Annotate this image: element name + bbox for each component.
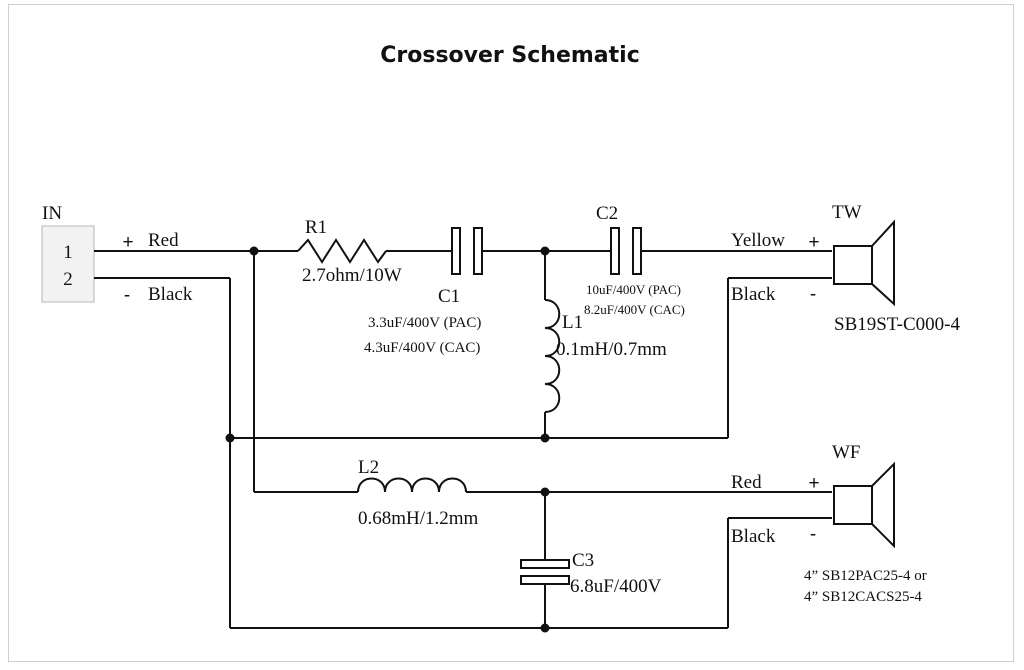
- input-connector: [41, 225, 95, 303]
- inductor-l2: [357, 477, 467, 493]
- tweeter-speaker-icon: [833, 219, 895, 307]
- r1-name: R1: [305, 217, 327, 238]
- l2-name: L2: [358, 457, 379, 478]
- capacitor-c3-plate: [520, 559, 570, 569]
- input-negative-sign: -: [124, 285, 130, 306]
- junction-dot: [540, 433, 550, 443]
- capacitor-c2-plate: [610, 227, 620, 275]
- resistor-r1: [297, 238, 387, 264]
- r1-value: 2.7ohm/10W: [302, 265, 402, 286]
- l1-name: L1: [562, 312, 583, 333]
- c1-value-cac: 4.3uF/400V (CAC): [364, 340, 480, 356]
- woofer-model-line2: 4” SB12CACS25-4: [804, 589, 922, 605]
- woofer-label: WF: [832, 442, 861, 463]
- junction-dot: [540, 487, 550, 497]
- input-positive-color: Red: [148, 230, 179, 251]
- woofer-positive-color: Red: [731, 472, 762, 493]
- c2-value-pac: 10uF/400V (PAC): [586, 282, 681, 297]
- l2-value: 0.68mH/1.2mm: [358, 508, 479, 529]
- capacitor-c2-plate: [632, 227, 642, 275]
- page-border: [8, 4, 1014, 662]
- inductor-l1: [544, 299, 561, 413]
- c3-value: 6.8uF/400V: [570, 576, 662, 597]
- woofer-negative-sign: -: [810, 524, 816, 545]
- c1-name: C1: [438, 286, 460, 307]
- capacitor-c1-plate: [473, 227, 483, 275]
- c2-value-cac: 8.2uF/400V (CAC): [584, 302, 685, 317]
- c2-name: C2: [596, 203, 618, 224]
- tweeter-positive-sign: +: [808, 232, 819, 253]
- junction-dot: [225, 433, 235, 443]
- tweeter-positive-color: Yellow: [731, 230, 785, 251]
- woofer-positive-sign: +: [808, 473, 819, 494]
- junction-dot: [540, 623, 550, 633]
- page-title: Crossover Schematic: [380, 43, 640, 68]
- input-negative-color: Black: [148, 284, 193, 305]
- tweeter-label: TW: [832, 202, 862, 223]
- tweeter-negative-sign: -: [810, 284, 816, 305]
- junction-dot: [540, 246, 550, 256]
- woofer-speaker-icon: [833, 461, 895, 549]
- input-positive-sign: +: [122, 232, 133, 253]
- wires: [94, 250, 832, 629]
- capacitor-c1-plate: [451, 227, 461, 275]
- junction-dot: [249, 246, 259, 256]
- tweeter-model: SB19ST-C000-4: [834, 314, 960, 335]
- input-label: IN: [42, 203, 62, 224]
- capacitor-c3-plate: [520, 575, 570, 585]
- c3-name: C3: [572, 550, 594, 571]
- l1-value: 0.1mH/0.7mm: [556, 339, 667, 360]
- tweeter-negative-color: Black: [731, 284, 776, 305]
- input-pin-2: 2: [63, 269, 73, 290]
- c1-value-pac: 3.3uF/400V (PAC): [368, 315, 481, 331]
- woofer-negative-color: Black: [731, 526, 776, 547]
- input-pin-1: 1: [63, 242, 73, 263]
- woofer-model-line1: 4” SB12PAC25-4 or: [804, 568, 927, 584]
